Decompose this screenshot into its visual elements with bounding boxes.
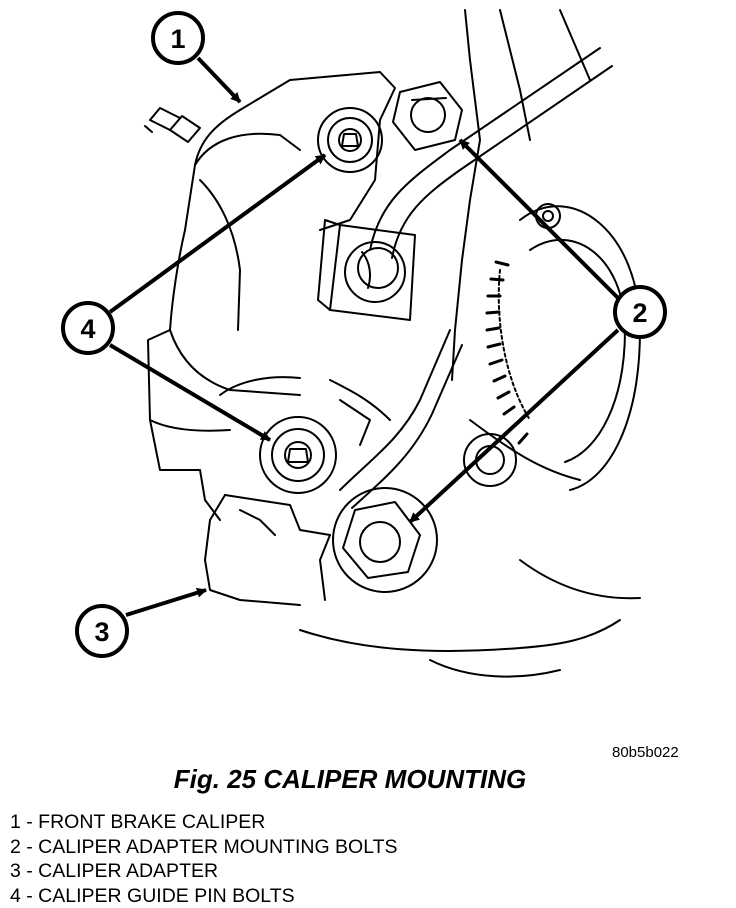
caliper-mounting-illustration: 1 2 3 4 <box>0 0 736 700</box>
adapter-mounting-bolt-upper <box>393 82 462 150</box>
legend-item: 4 - CALIPER GUIDE PIN BOLTS <box>10 884 398 908</box>
legend-item: 1 - FRONT BRAKE CALIPER <box>10 810 398 835</box>
legend: 1 - FRONT BRAKE CALIPER 2 - CALIPER ADAP… <box>10 810 398 908</box>
callout-1-number: 1 <box>170 24 185 54</box>
legend-item: 2 - CALIPER ADAPTER MOUNTING BOLTS <box>10 835 398 860</box>
callout-2: 2 <box>615 287 665 337</box>
leader-line-4-lower <box>110 345 270 440</box>
callout-3: 3 <box>77 606 127 656</box>
leader-line-3 <box>126 590 206 615</box>
callout-1: 1 <box>153 13 203 63</box>
knuckle-bolt <box>464 434 516 486</box>
brake-line <box>370 48 612 258</box>
adapter-mounting-bolt-lower <box>333 488 437 592</box>
leader-line-2-lower <box>410 330 618 522</box>
brake-hose-fitting <box>318 220 415 320</box>
callout-2-number: 2 <box>632 298 647 328</box>
leader-line-4-upper <box>110 155 325 312</box>
callout-4-number: 4 <box>80 314 95 344</box>
bleeder-screw <box>145 108 200 142</box>
callout-3-number: 3 <box>94 617 109 647</box>
callout-4: 4 <box>63 303 113 353</box>
legend-item: 3 - CALIPER ADAPTER <box>10 859 398 884</box>
guide-pin-bolt-lower <box>260 417 336 493</box>
reference-code: 80b5b022 <box>612 744 679 761</box>
leader-line-1 <box>198 58 240 102</box>
guide-pin-bolt-upper <box>318 108 382 172</box>
figure-title: Fig. 25 CALIPER MOUNTING <box>0 764 700 795</box>
steering-knuckle <box>300 10 640 677</box>
